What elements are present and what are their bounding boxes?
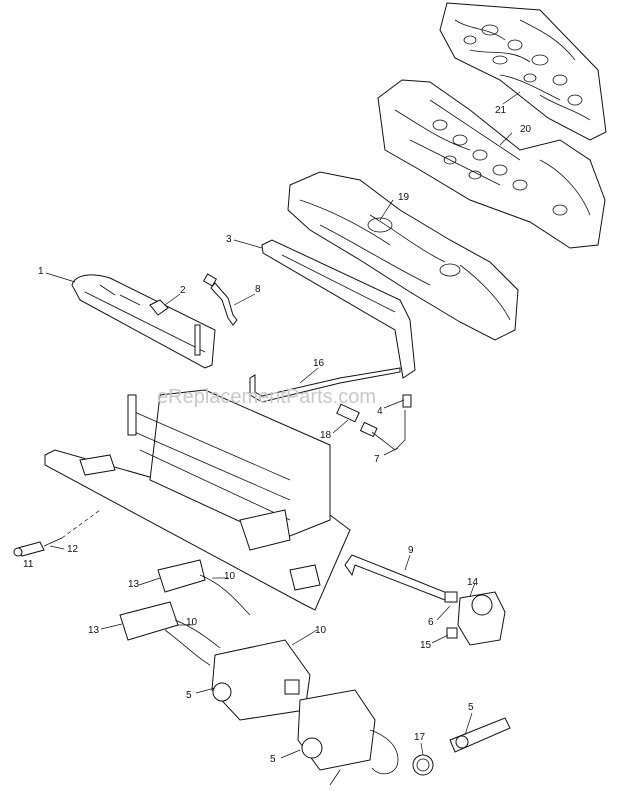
callout-1: 1 xyxy=(38,266,44,277)
callout-6: 6 xyxy=(428,617,434,628)
callout-13-upper: 13 xyxy=(128,579,140,590)
part-12-electrode xyxy=(43,537,63,547)
callout-17: 17 xyxy=(414,732,426,743)
callout-12: 12 xyxy=(67,544,79,555)
callout-5-upper-valve: 5 xyxy=(186,690,192,701)
callout-20: 20 xyxy=(520,124,532,135)
part-3-rail xyxy=(261,239,416,379)
callout-18: 18 xyxy=(320,430,332,441)
part-15-nut xyxy=(446,627,458,639)
part-9-gas-line xyxy=(344,554,453,603)
log-21 xyxy=(439,2,607,141)
callout-10-lower: 10 xyxy=(315,625,327,636)
part-17-knob xyxy=(412,754,434,776)
callout-15: 15 xyxy=(420,640,432,651)
callout-21: 21 xyxy=(495,105,507,116)
callout-5-pilot: 5 xyxy=(468,702,474,713)
callout-labels: 1 2 3 4 5 5 5 6 7 8 9 10 10 10 11 12 13 … xyxy=(23,105,532,765)
part-7-tube xyxy=(371,410,406,451)
part-5-pilot-assembly xyxy=(449,717,511,753)
watermark-text: eReplacementParts.com xyxy=(157,386,376,408)
callout-19: 19 xyxy=(398,192,410,203)
part-18-fitting xyxy=(336,403,378,438)
leader-lines xyxy=(45,91,521,759)
part-2-connector xyxy=(149,299,169,316)
callout-10-middle: 10 xyxy=(186,617,198,628)
part-14-regulator xyxy=(457,591,506,646)
log-20 xyxy=(377,79,606,249)
part-6-fitting xyxy=(444,591,458,603)
callout-3: 3 xyxy=(226,234,232,245)
burner-chassis xyxy=(44,389,351,611)
callout-8: 8 xyxy=(255,284,261,295)
callout-14: 14 xyxy=(467,577,479,588)
part-11-igniter xyxy=(13,541,45,557)
callout-5-lower-valve: 5 xyxy=(270,754,276,765)
callout-13-lower: 13 xyxy=(88,625,100,636)
callout-7: 7 xyxy=(374,454,380,465)
igniter-dash-line xyxy=(61,509,101,539)
part-16-pipe xyxy=(249,367,401,403)
part-13-pilot-lower xyxy=(119,601,221,666)
part-13-pilot-upper xyxy=(157,559,251,616)
callout-2: 2 xyxy=(180,285,186,296)
callout-4: 4 xyxy=(377,406,383,417)
log-19 xyxy=(287,171,519,341)
callout-10-upper: 10 xyxy=(224,571,236,582)
part-4-fitting xyxy=(402,394,412,408)
part-1-burner-pan xyxy=(71,274,216,369)
callout-16: 16 xyxy=(313,358,325,369)
callout-9: 9 xyxy=(408,545,414,556)
part-8-tube xyxy=(202,273,238,326)
part-5-valve-lower xyxy=(297,689,399,786)
part-5-valve-upper xyxy=(211,639,311,721)
callout-11: 11 xyxy=(23,559,34,570)
